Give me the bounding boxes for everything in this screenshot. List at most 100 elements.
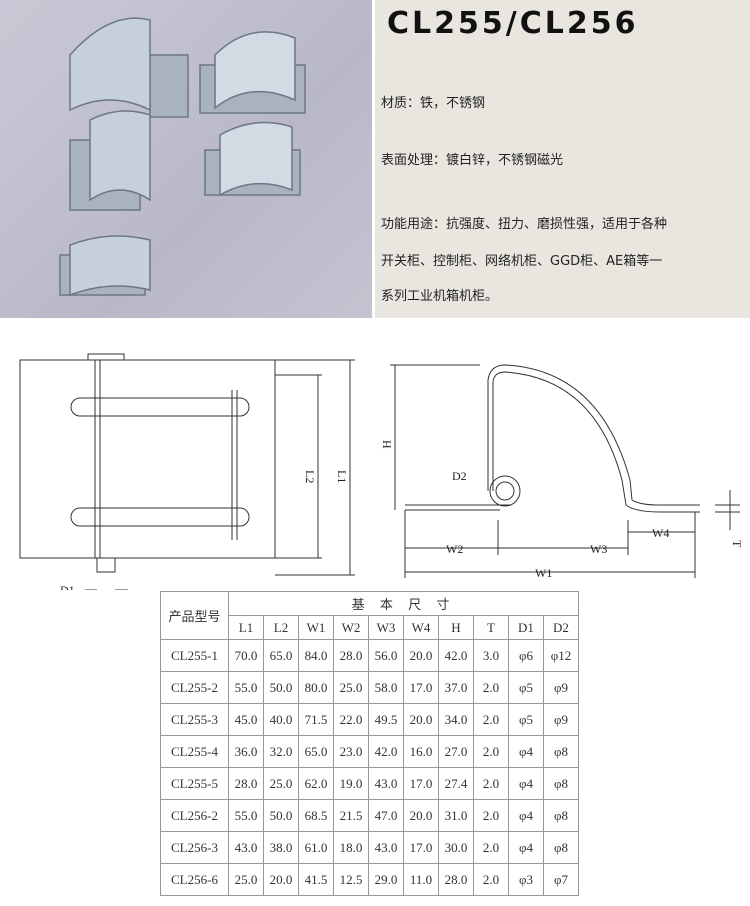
value-cell: φ8 (543, 799, 579, 832)
value-cell: 27.4 (438, 767, 474, 800)
label-D2: D2 (452, 469, 467, 483)
value-cell: 23.0 (333, 735, 369, 768)
model-cell: CL255-2 (160, 671, 229, 704)
model-cell: CL256-2 (160, 799, 229, 832)
model-cell: CL255-1 (160, 639, 229, 672)
value-cell: 25.0 (333, 671, 369, 704)
value-cell: 29.0 (368, 863, 404, 896)
value-cell: φ4 (508, 735, 544, 768)
value-cell: 62.0 (298, 767, 334, 800)
dimension-drawing: L2 L1 D1 H D2 W2 W3 W4 W1 T (19, 353, 744, 590)
value-cell: 43.0 (228, 831, 264, 864)
label-W3: W3 (590, 542, 607, 556)
value-cell: φ5 (508, 671, 544, 704)
value-cell: 40.0 (263, 703, 299, 736)
product-info-panel: CL255/CL256 材质：铁，不锈钢 表面处理：镀白锌，不锈钢磁光 功能用途… (375, 0, 750, 318)
product-title: CL255/CL256 (387, 6, 639, 41)
value-cell: 20.0 (403, 639, 439, 672)
column-header: D2 (543, 615, 579, 640)
usage-text-2: 开关柜、控制柜、网络机柜、GGD柜、AE箱等一 (381, 254, 663, 269)
value-cell: 38.0 (263, 831, 299, 864)
value-cell: 50.0 (263, 671, 299, 704)
value-cell: 42.0 (438, 639, 474, 672)
model-cell: CL256-6 (160, 863, 229, 896)
value-cell: 17.0 (403, 671, 439, 704)
value-cell: φ3 (508, 863, 544, 896)
value-cell: 11.0 (403, 863, 439, 896)
front-view-plate (19, 359, 276, 559)
value-cell: 25.0 (263, 767, 299, 800)
value-cell: φ5 (508, 703, 544, 736)
value-cell: 55.0 (228, 799, 264, 832)
hinge-photo-illustration (59, 17, 306, 297)
value-cell: φ4 (508, 831, 544, 864)
group-header: 基 本 尺 寸 (228, 591, 579, 616)
value-cell: 30.0 (438, 831, 474, 864)
model-cell: CL255-3 (160, 703, 229, 736)
value-cell: 12.5 (333, 863, 369, 896)
value-cell: 22.0 (333, 703, 369, 736)
value-cell: 2.0 (473, 703, 509, 736)
value-cell: 65.0 (298, 735, 334, 768)
value-cell: 28.0 (438, 863, 474, 896)
label-H: H (380, 440, 394, 449)
column-header: W4 (403, 615, 439, 640)
value-cell: 25.0 (228, 863, 264, 896)
value-cell: φ4 (508, 799, 544, 832)
value-cell: 55.0 (228, 671, 264, 704)
value-cell: 47.0 (368, 799, 404, 832)
value-cell: 31.0 (438, 799, 474, 832)
value-cell: 3.0 (473, 639, 509, 672)
value-cell: 41.5 (298, 863, 334, 896)
value-cell: φ7 (543, 863, 579, 896)
value-cell: φ4 (508, 767, 544, 800)
model-cell: CL255-4 (160, 735, 229, 768)
value-cell: 34.0 (438, 703, 474, 736)
value-cell: 17.0 (403, 831, 439, 864)
material-text: 材质：铁，不锈钢 (381, 96, 486, 111)
product-photo (0, 0, 372, 318)
value-cell: 28.0 (333, 639, 369, 672)
label-W2: W2 (446, 542, 463, 556)
value-cell: 43.0 (368, 767, 404, 800)
column-header: L1 (228, 615, 264, 640)
value-cell: 21.5 (333, 799, 369, 832)
value-cell: 18.0 (333, 831, 369, 864)
column-header: H (438, 615, 474, 640)
value-cell: 68.5 (298, 799, 334, 832)
surface-text: 表面处理：镀白锌，不锈钢磁光 (381, 153, 564, 168)
value-cell: 28.0 (228, 767, 264, 800)
value-cell: 65.0 (263, 639, 299, 672)
value-cell: 2.0 (473, 735, 509, 768)
value-cell: φ9 (543, 703, 579, 736)
value-cell: φ6 (508, 639, 544, 672)
value-cell: 2.0 (473, 767, 509, 800)
column-header: W1 (298, 615, 334, 640)
value-cell: 20.0 (403, 799, 439, 832)
value-cell: φ9 (543, 671, 579, 704)
value-cell: 49.5 (368, 703, 404, 736)
value-cell: 58.0 (368, 671, 404, 704)
value-cell: 20.0 (403, 703, 439, 736)
value-cell: 19.0 (333, 767, 369, 800)
label-T: T (730, 540, 744, 548)
value-cell: φ8 (543, 831, 579, 864)
column-header: D1 (508, 615, 544, 640)
value-cell: 2.0 (473, 863, 509, 896)
value-cell: 27.0 (438, 735, 474, 768)
column-header: W2 (333, 615, 369, 640)
value-cell: 16.0 (403, 735, 439, 768)
value-cell: 2.0 (473, 799, 509, 832)
label-W1: W1 (535, 566, 552, 580)
value-cell: 71.5 (298, 703, 334, 736)
value-cell: 61.0 (298, 831, 334, 864)
value-cell: 80.0 (298, 671, 334, 704)
value-cell: 56.0 (368, 639, 404, 672)
